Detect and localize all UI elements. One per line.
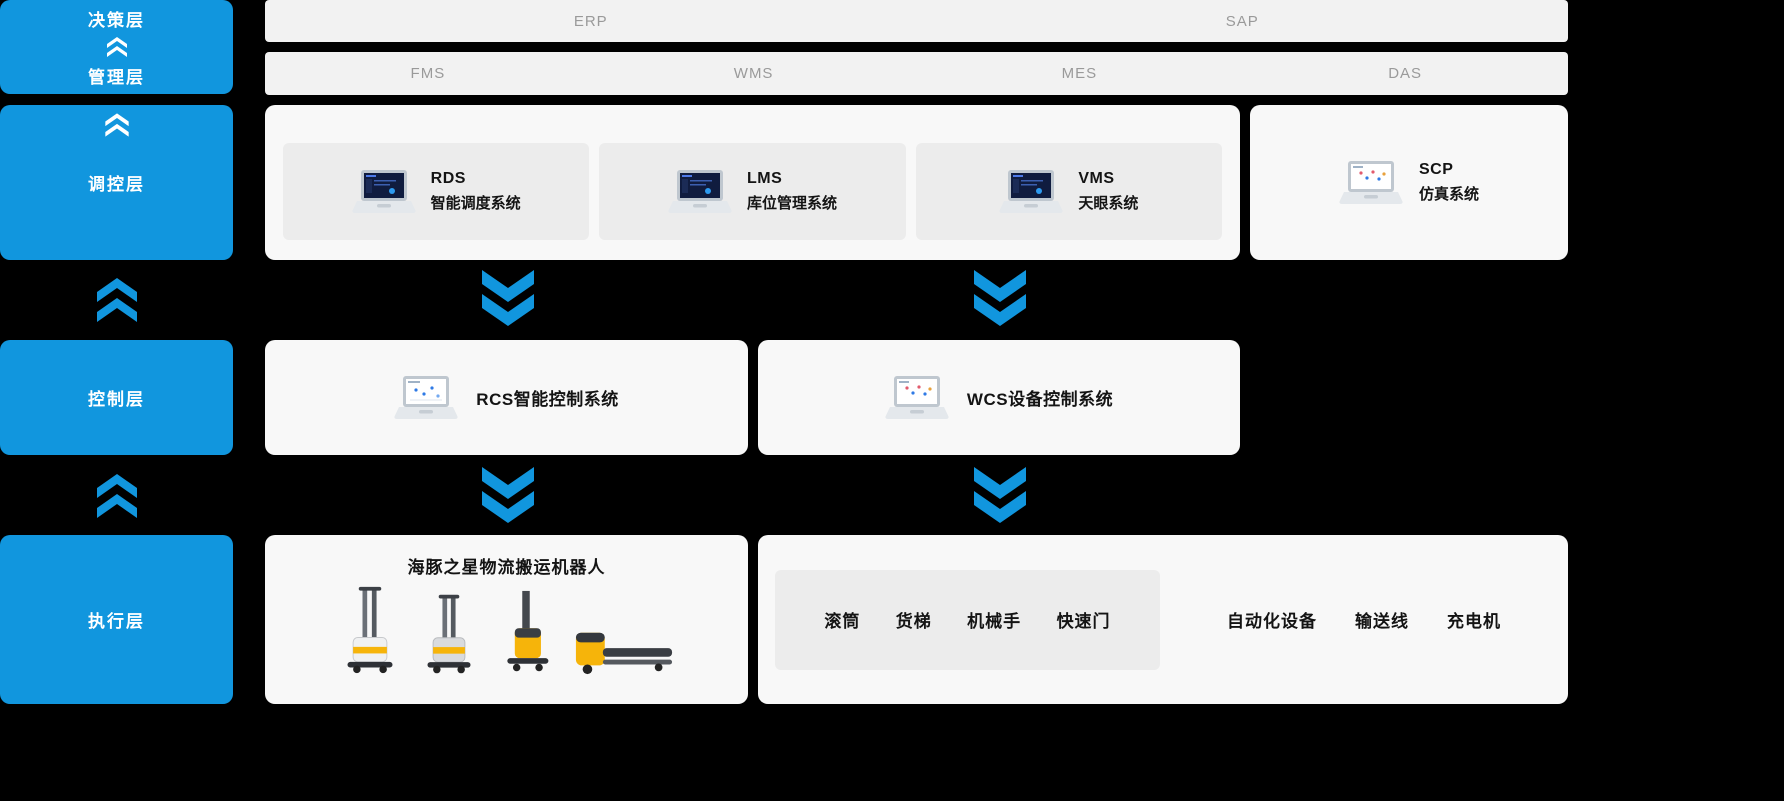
down-arrow-icon: [974, 467, 1026, 523]
execution-panel-robots: 海豚之星物流搬运机器人: [265, 535, 748, 704]
laptop-icon: [668, 169, 732, 215]
devices-outer: 自动化设备 输送线 充电机: [1160, 607, 1568, 632]
system-code: SCP: [1418, 161, 1454, 178]
control-panel-rcs: RCS智能控制系统: [265, 340, 748, 455]
laptop-icon: [1339, 160, 1403, 206]
down-arrow-icon: [482, 270, 534, 326]
system-name: 仿真系统: [1418, 186, 1479, 203]
up-chevron-icon: [104, 113, 129, 137]
system-card-vms: VMS 天眼系统: [915, 143, 1222, 240]
layer-box-regulation: 调控层: [0, 105, 233, 260]
up-chevron-icon: [106, 37, 127, 57]
system-name: 智能调度系统: [430, 195, 521, 212]
layer-box-control: 控制层: [0, 340, 233, 455]
robots-row: [340, 584, 674, 676]
scp-panel: SCP 仿真系统: [1250, 105, 1568, 260]
control-system-label: WCS设备控制系统: [966, 390, 1114, 409]
laptop-icon: [352, 169, 416, 215]
system-name: 库位管理系统: [746, 195, 837, 212]
management-layer-label: 管理层: [88, 68, 145, 87]
agv-robot-2: [426, 594, 471, 674]
erp-sap-bar: ERP SAP: [265, 0, 1568, 42]
wms-label: WMS: [733, 65, 774, 82]
system-code: VMS: [1078, 170, 1115, 187]
layer-box-decision-management: 决策层 管理层: [0, 0, 233, 94]
agv-robot-1: [347, 586, 392, 674]
laptop-icon: [394, 375, 458, 421]
device-label: 货梯: [895, 612, 932, 631]
laptop-icon: [999, 169, 1063, 215]
device-label: 滚筒: [824, 612, 861, 631]
control-panel-wcs: WCS设备控制系统: [758, 340, 1240, 455]
fms-label: FMS: [410, 65, 446, 82]
device-label: 机械手: [967, 612, 1022, 631]
regulation-layer-label: 调控层: [88, 175, 145, 194]
erp-label: ERP: [573, 12, 608, 30]
agv-robot-3: [506, 590, 548, 672]
fms-wms-mes-das-bar: FMS WMS MES DAS: [265, 52, 1568, 95]
control-system-label: RCS智能控制系统: [476, 390, 619, 409]
system-code: RDS: [430, 170, 466, 187]
down-arrow-icon: [482, 467, 534, 523]
device-label: 输送线: [1355, 612, 1409, 631]
mes-label: MES: [1061, 65, 1098, 82]
system-card-rds: RDS 智能调度系统: [283, 143, 590, 240]
laptop-icon: [885, 375, 949, 421]
up-arrow-icon: [97, 474, 137, 518]
system-code: LMS: [746, 170, 783, 187]
sap-label: SAP: [1225, 12, 1259, 30]
layer-box-execution: 执行层: [0, 535, 233, 704]
system-name: 天眼系统: [1078, 195, 1139, 212]
das-label: DAS: [1388, 65, 1423, 82]
device-label: 充电机: [1447, 612, 1501, 631]
agv-robot-4: [575, 632, 672, 675]
system-card-lms: LMS 库位管理系统: [599, 143, 906, 240]
device-label: 快速门: [1056, 612, 1111, 631]
regulation-panel: RDS 智能调度系统 LMS 库位管理系统 VMS 天眼系统: [265, 105, 1240, 260]
down-arrow-icon: [974, 270, 1026, 326]
device-label: 自动化设备: [1227, 612, 1317, 631]
up-arrow-icon: [97, 278, 137, 322]
control-layer-label: 控制层: [88, 390, 145, 409]
devices-card: 滚筒 货梯 机械手 快速门: [775, 569, 1160, 670]
decision-layer-label: 决策层: [88, 11, 145, 30]
robots-title: 海豚之星物流搬运机器人: [407, 558, 606, 577]
execution-layer-label: 执行层: [88, 612, 145, 631]
execution-panel-devices: 滚筒 货梯 机械手 快速门 自动化设备 输送线 充电机: [758, 535, 1568, 704]
